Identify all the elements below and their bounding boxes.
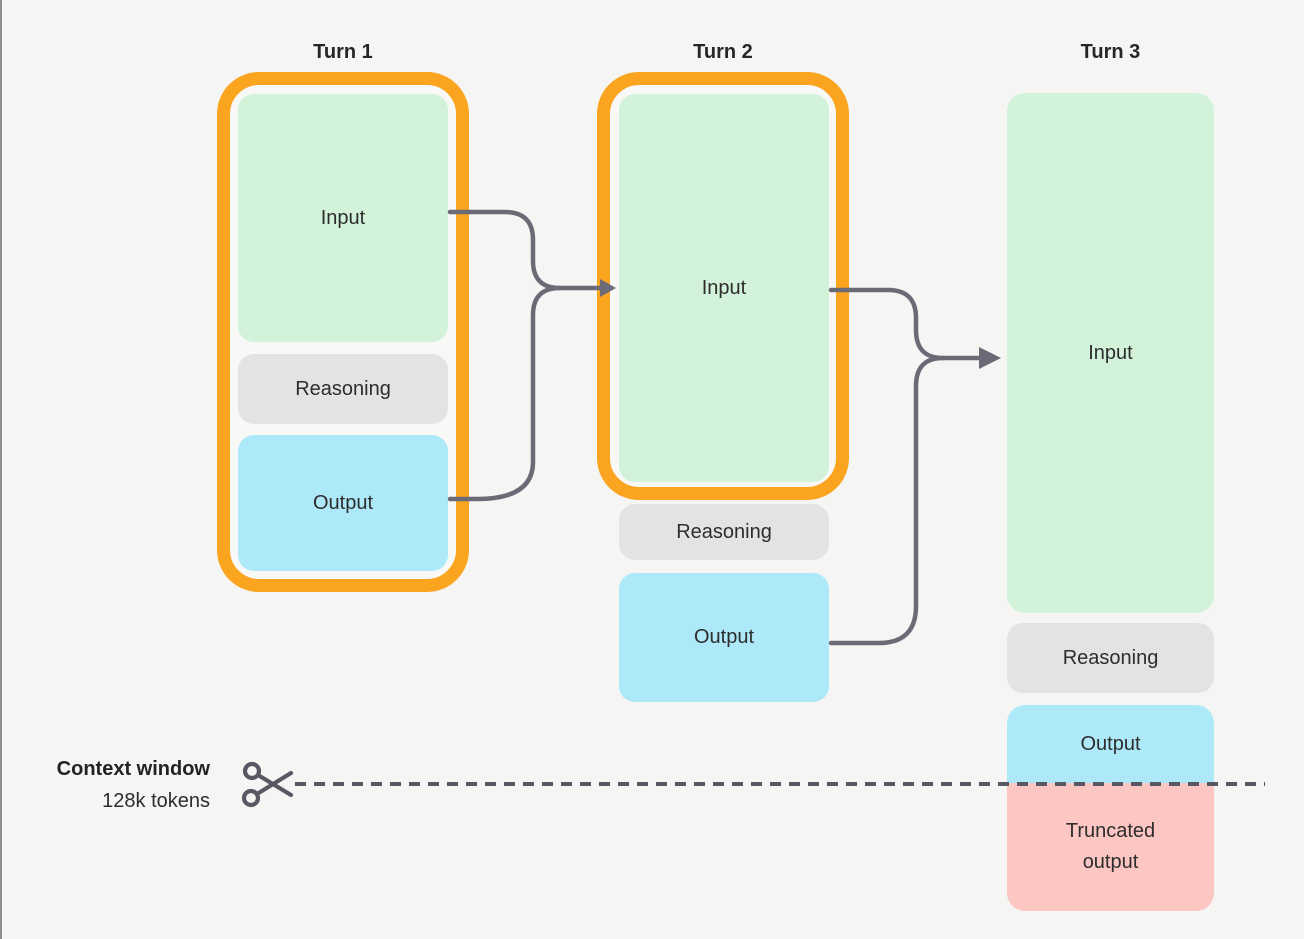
turn-1-reasoning-label: Reasoning [295, 377, 391, 400]
turn-2-input-label: Input [701, 276, 747, 299]
context-window-label-block: Context window 128k tokens [30, 753, 210, 817]
turn-3-reasoning-label: Reasoning [1062, 646, 1159, 669]
turn-2-reasoning-label: Reasoning [676, 520, 772, 543]
turn-3-output-label: Output [1080, 732, 1141, 755]
connector-turn1-input-to-turn2 [447, 209, 604, 291]
turn-1-reasoning-box: Reasoning [238, 354, 448, 424]
turn-3-input-box: Input [1007, 93, 1214, 613]
context-window-title: Context window [56, 758, 210, 780]
turn-3-input-label: Input [1088, 341, 1133, 364]
connector-turn2-input-to-turn3 [828, 287, 982, 361]
turn-1-title: Turn 1 [313, 41, 373, 63]
turn-2-output-label: Output [693, 626, 755, 648]
context-window-tokens: 128k tokens [102, 790, 210, 812]
turn-2-input-box: Input [619, 94, 829, 482]
turn-3-truncated-output-box: Truncated output [1007, 783, 1214, 911]
turn-3-truncated-output-label: Truncated output [1065, 820, 1156, 873]
turn-3-output-box: Output [1007, 705, 1214, 783]
turn-2-output-box: Output [619, 573, 829, 702]
turn-2-title: Turn 2 [693, 41, 753, 63]
turn-1-output-box: Output [238, 435, 448, 571]
scissors-icon [241, 761, 294, 808]
turn-1-input-box: Input [238, 94, 448, 342]
turn-2-reasoning-box: Reasoning [619, 504, 829, 560]
turn-1-output-label: Output [312, 491, 374, 514]
turn-1-input-label: Input [320, 206, 366, 229]
arrowhead-into-turn3-icon [979, 347, 1001, 369]
turn-3-title: Turn 3 [1080, 41, 1141, 63]
turn-3-reasoning-box: Reasoning [1007, 623, 1214, 693]
